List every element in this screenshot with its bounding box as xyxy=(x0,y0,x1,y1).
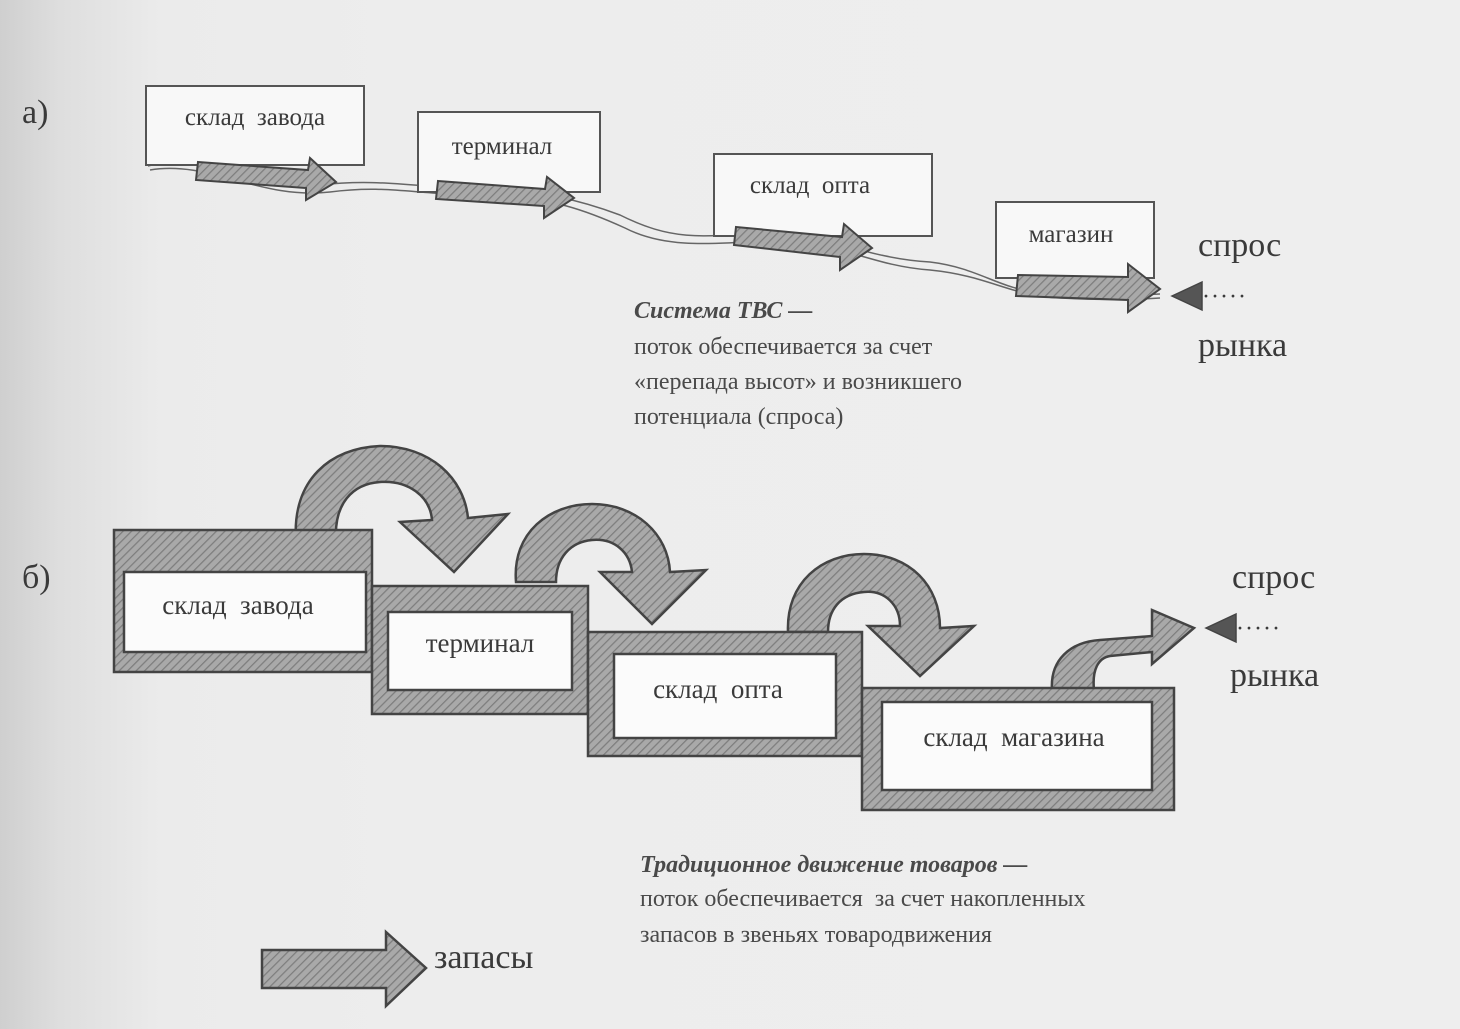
inner-box-terminal-b xyxy=(386,610,574,692)
stock-arrow-a4 xyxy=(1014,261,1162,314)
part-b-curved-arrows xyxy=(294,444,1197,692)
inner-box-factory-warehouse-b xyxy=(122,570,368,654)
inner-box-wholesale-warehouse-b xyxy=(612,652,838,740)
demand-dots-b: ····· xyxy=(1236,616,1281,642)
node-wholesale-warehouse-b: склад опта xyxy=(653,674,783,704)
node-terminal-a: терминал xyxy=(452,133,553,160)
caption-line-b1: поток обеспечивается за счет накопленных xyxy=(640,886,1086,912)
box-wholesale-warehouse-a xyxy=(713,153,933,237)
legend-stock-arrow xyxy=(260,929,428,1009)
demand-bottom-a: рынка xyxy=(1198,327,1287,364)
demand-dots-a: ····· xyxy=(1202,284,1247,310)
part-a-label: а) xyxy=(22,94,48,131)
caption-title-b: Традиционное движение товаров — xyxy=(640,852,1027,878)
curved-arrow-b4 xyxy=(1050,608,1197,692)
curved-arrow-b1 xyxy=(294,444,512,574)
demand-arrowhead-a xyxy=(1170,280,1203,312)
demand-arrowhead-b xyxy=(1204,612,1237,644)
caption-line-b2: запасов в звеньях товародвижения xyxy=(640,922,992,948)
curved-arrow-b3 xyxy=(786,552,978,678)
node-store-a: магазин xyxy=(1029,221,1114,248)
caption-line-a3: потенциала (спроса) xyxy=(634,404,843,430)
node-factory-warehouse-b: склад завода xyxy=(162,590,313,620)
caption-line-a2: «перепада высот» и возникшего xyxy=(634,369,962,395)
node-terminal-b: терминал xyxy=(426,628,535,658)
stock-arrow-a3 xyxy=(732,222,874,272)
stock-arrow-a2 xyxy=(434,175,576,220)
part-a-stock-arrows xyxy=(194,156,1162,314)
demand-top-b: спрос xyxy=(1232,559,1315,596)
node-wholesale-warehouse-a: склад опта xyxy=(750,172,870,199)
box-factory-warehouse-a xyxy=(145,85,365,166)
caption-line-a1: поток обеспечивается за счет xyxy=(634,334,933,360)
node-store-b: склад магазина xyxy=(923,722,1104,752)
demand-bottom-b: рынка xyxy=(1230,657,1319,694)
stock-arrow-a1 xyxy=(194,156,338,202)
caption-title-a: Система ТВС — xyxy=(634,298,812,324)
box-terminal-a xyxy=(417,111,601,193)
legend-label: запасы xyxy=(434,939,533,976)
inner-box-store-b xyxy=(880,700,1154,792)
curved-arrow-b2 xyxy=(514,502,710,626)
node-factory-warehouse-a: склад завода xyxy=(185,104,325,131)
demand-top-a: спрос xyxy=(1198,227,1281,264)
part-b-label: б) xyxy=(22,559,51,596)
